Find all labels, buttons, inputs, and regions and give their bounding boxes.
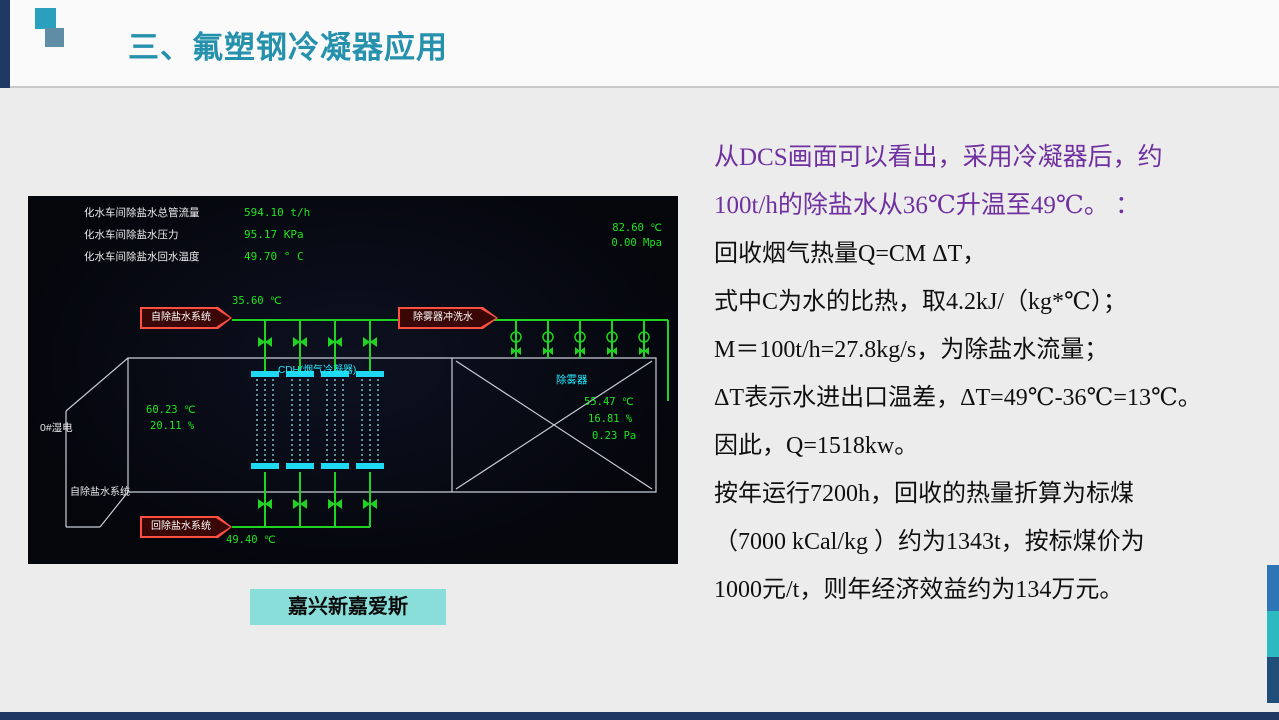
dcs-reading-row: 化水车间除盐水回水温度 49.70 ° C bbox=[84, 246, 310, 266]
slide-title: 三、氟塑钢冷凝器应用 bbox=[128, 30, 448, 65]
reading-value: 594.10 t/h bbox=[244, 205, 311, 219]
reading-value: 95.17 KPa bbox=[244, 227, 304, 241]
right-edge-accent-blue bbox=[1267, 565, 1279, 611]
duct-label: 自除盐水系统 bbox=[70, 487, 130, 498]
deco-square-blue bbox=[45, 28, 64, 47]
wet-esp-label: 0#湿电 bbox=[40, 422, 73, 434]
inlet-gas-temp: 60.23 ℃ bbox=[146, 404, 196, 416]
return-water-temp: 49.40 ℃ bbox=[226, 534, 276, 546]
body-line: （7000 kCal/kg ）约为1343t，按标煤价为 bbox=[714, 529, 1145, 555]
reading-label: 化水车间除盐水回水温度 bbox=[84, 250, 200, 263]
reading-value: 49.70 ° C bbox=[244, 249, 304, 263]
body-text: 从DCS画面可以看出，采用冷凝器后，约 100t/h的除盐水从36℃升温至49℃… bbox=[714, 134, 1276, 614]
tag-label: 回除盐水系统 bbox=[142, 518, 230, 536]
slide-header: 三、氟塑钢冷凝器应用 bbox=[0, 0, 1279, 88]
body-line: M＝100t/h=27.8kg/s，为除盐水流量； bbox=[714, 337, 1109, 363]
dcs-reading-row: 化水车间除盐水压力 95.17 KPa bbox=[84, 224, 310, 244]
right-edge-accent-teal bbox=[1267, 611, 1279, 657]
body-line: 100t/h的除盐水从36℃升温至49℃。 ： bbox=[714, 192, 1141, 219]
tag-label: 除雾器冲洗水 bbox=[400, 309, 496, 327]
inlet-water-temp: 35.60 ℃ bbox=[232, 295, 282, 307]
deco-square-teal bbox=[35, 8, 56, 29]
photo-caption: 嘉兴新嘉爱斯 bbox=[250, 589, 446, 625]
reading-label: 化水车间除盐水总管流量 bbox=[84, 206, 200, 219]
stack-temp: 82.60 ℃ bbox=[612, 222, 662, 234]
reading-label: 化水车间除盐水压力 bbox=[84, 228, 179, 241]
outlet-gas-pressure: 0.23 Pa bbox=[592, 430, 637, 442]
body-line: 按年运行7200h，回收的热量折算为标煤 bbox=[714, 481, 1134, 507]
tag-supply-water: 自除盐水系统 bbox=[140, 307, 232, 329]
body-line: 1000元/t，则年经济效益约为134万元。 bbox=[714, 577, 1124, 603]
dcs-screenshot: 化水车间除盐水总管流量 594.10 t/h 化水车间除盐水压力 95.17 K… bbox=[28, 196, 678, 564]
bottom-accent-bar bbox=[0, 712, 1279, 720]
tag-demister-flush: 除雾器冲洗水 bbox=[398, 307, 498, 329]
header-left-accent-bar bbox=[0, 0, 10, 88]
body-line: 回收烟气热量Q=CM ΔT， bbox=[714, 241, 987, 267]
outlet-gas-temp: 55.47 ℃ bbox=[584, 396, 634, 408]
outlet-gas-humidity: 16.81 % bbox=[588, 413, 633, 425]
dcs-stack-values: 82.60 ℃ 0.00 Mpa bbox=[611, 222, 662, 252]
tag-return-water: 回除盐水系统 bbox=[140, 516, 232, 538]
dcs-diagram bbox=[65, 319, 669, 528]
body-line: 式中C为水的比热，取4.2kJ/（kg*℃）； bbox=[714, 289, 1127, 315]
stack-pressure: 0.00 Mpa bbox=[611, 237, 662, 249]
condenser-label: CDH(烟气冷凝器) bbox=[278, 365, 357, 376]
body-line: 从DCS画面可以看出，采用冷凝器后，约 bbox=[714, 144, 1163, 171]
body-line: 因此，Q=1518kw。 bbox=[714, 433, 919, 459]
dcs-reading-row: 化水车间除盐水总管流量 594.10 t/h bbox=[84, 202, 310, 222]
tag-label: 自除盐水系统 bbox=[142, 309, 230, 327]
demister-label: 除雾器 bbox=[556, 374, 588, 386]
inlet-gas-humidity: 20.11 % bbox=[150, 420, 195, 432]
dcs-readings: 化水车间除盐水总管流量 594.10 t/h 化水车间除盐水压力 95.17 K… bbox=[84, 202, 310, 268]
body-line: ΔT表示水进出口温差，ΔT=49℃-36℃=13℃。 bbox=[714, 385, 1202, 411]
right-edge-accent-navy bbox=[1267, 657, 1279, 703]
